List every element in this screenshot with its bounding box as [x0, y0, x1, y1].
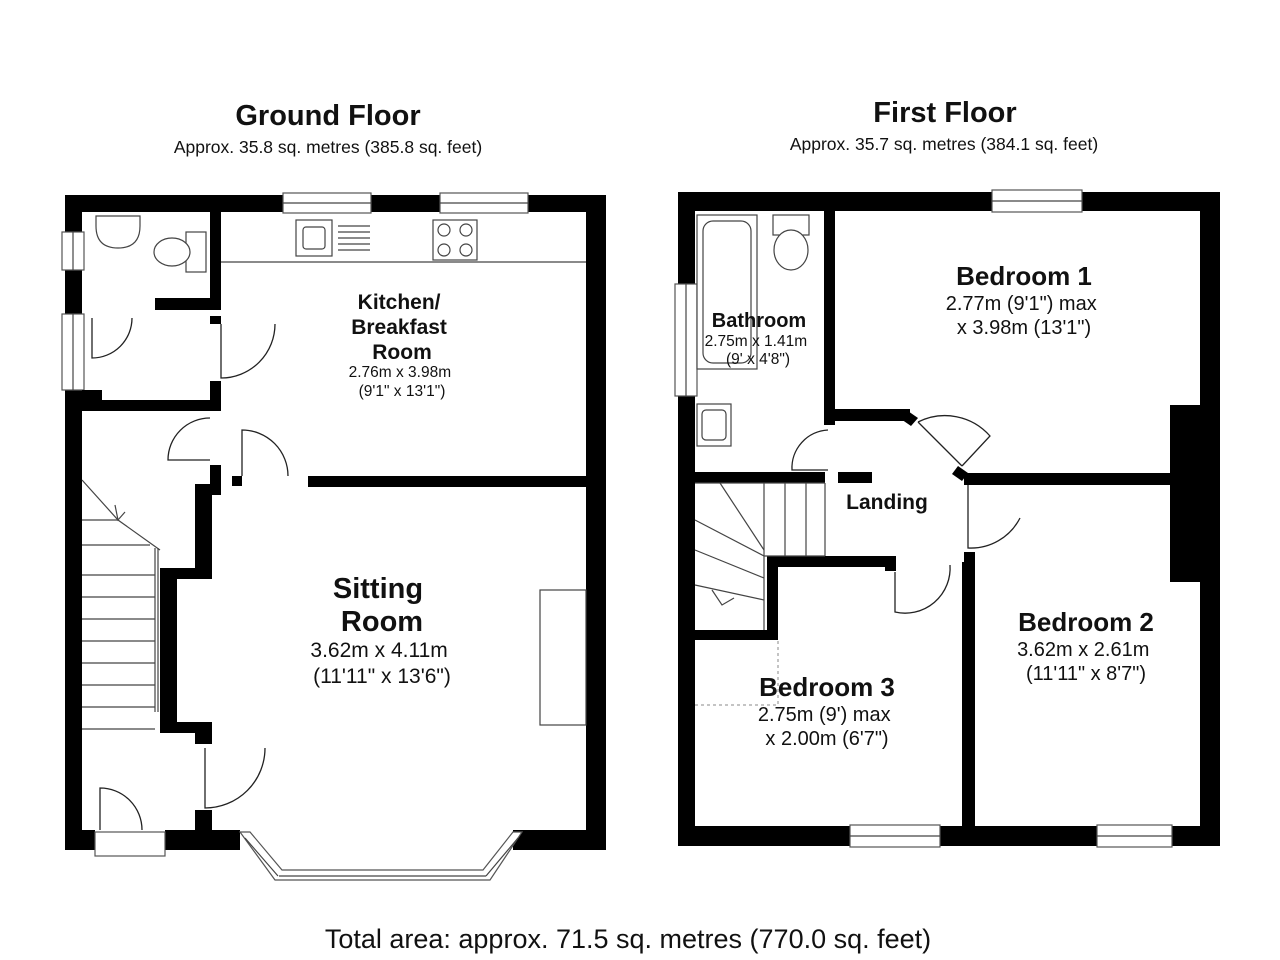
wall — [695, 472, 825, 483]
sitting-room-dimensions: 3.62m x 4.11m (11'11" x 13'6") — [310, 639, 453, 688]
front-door — [94, 831, 166, 857]
wall — [964, 473, 1172, 485]
staircase-ground — [81, 479, 161, 730]
wall — [165, 830, 240, 850]
wall — [65, 195, 82, 850]
bay-window — [238, 831, 524, 881]
toilet-icon — [773, 229, 809, 271]
bath-icon — [696, 214, 758, 370]
wall — [513, 830, 606, 850]
wall — [160, 568, 177, 733]
bedroom2-dimensions: 3.62m x 2.61m (11'11" x 8'7") — [1017, 639, 1155, 685]
sitting-room-name: Sitting Room — [333, 573, 431, 638]
first-floor-plan: Bathroom 2.75m x 1.41m (9' x 4'8") Bedro… — [674, 189, 1220, 848]
ground-floor-title: Ground Floor — [235, 100, 420, 132]
ground-floor-area: Approx. 35.8 sq. metres (385.8 sq. feet) — [174, 137, 482, 157]
wall — [160, 722, 212, 733]
landing-name: Landing — [846, 491, 928, 514]
wall — [767, 556, 778, 632]
bedroom2-name: Bedroom 2 — [1018, 607, 1154, 637]
wall — [824, 409, 910, 421]
wall — [155, 298, 221, 310]
wall — [160, 568, 212, 579]
door-swing — [791, 429, 829, 471]
wall — [678, 192, 1220, 211]
sloped-ceiling-line — [695, 640, 779, 706]
wall — [767, 556, 895, 567]
bedroom1-name: Bedroom 1 — [956, 261, 1092, 291]
wall — [586, 195, 606, 850]
wall — [210, 212, 221, 298]
washbasin-icon — [95, 215, 141, 249]
bathroom-name: Bathroom — [712, 310, 806, 332]
kitchen-name: Kitchen/ Breakfast Room — [351, 291, 453, 364]
wall — [1200, 192, 1220, 846]
ground-floor-plan: Kitchen/ Breakfast Room 2.76m x 3.98m (9… — [61, 192, 606, 881]
bedroom3-name: Bedroom 3 — [759, 672, 895, 702]
wall — [962, 562, 975, 826]
wall — [824, 211, 835, 425]
wall — [308, 476, 588, 487]
first-floor-title: First Floor — [873, 97, 1016, 129]
wall — [82, 400, 221, 411]
bathroom-dimensions: 2.75m x 1.41m (9' x 4'8") — [705, 333, 812, 368]
wall — [678, 826, 1220, 846]
kitchen-dimensions: 2.76m x 3.98m (9'1" x 13'1") — [349, 364, 456, 400]
toilet-icon — [153, 237, 191, 267]
total-area: Total area: approx. 71.5 sq. metres (770… — [325, 924, 931, 954]
bedroom3-dimensions: 2.75m (9') max x 2.00m (6'7") — [758, 704, 896, 750]
drainer — [338, 225, 370, 251]
wall — [195, 484, 212, 568]
first-floor-area: Approx. 35.7 sq. metres (384.1 sq. feet) — [790, 134, 1098, 154]
fireplace — [539, 589, 587, 726]
chimney-breast — [1170, 405, 1202, 582]
hob-icon — [432, 219, 478, 261]
bedroom1-dimensions: 2.77m (9'1") max x 3.98m (13'1") — [946, 293, 1103, 339]
door-swing — [91, 317, 133, 359]
staircase-first — [694, 482, 826, 630]
wall — [65, 830, 95, 850]
